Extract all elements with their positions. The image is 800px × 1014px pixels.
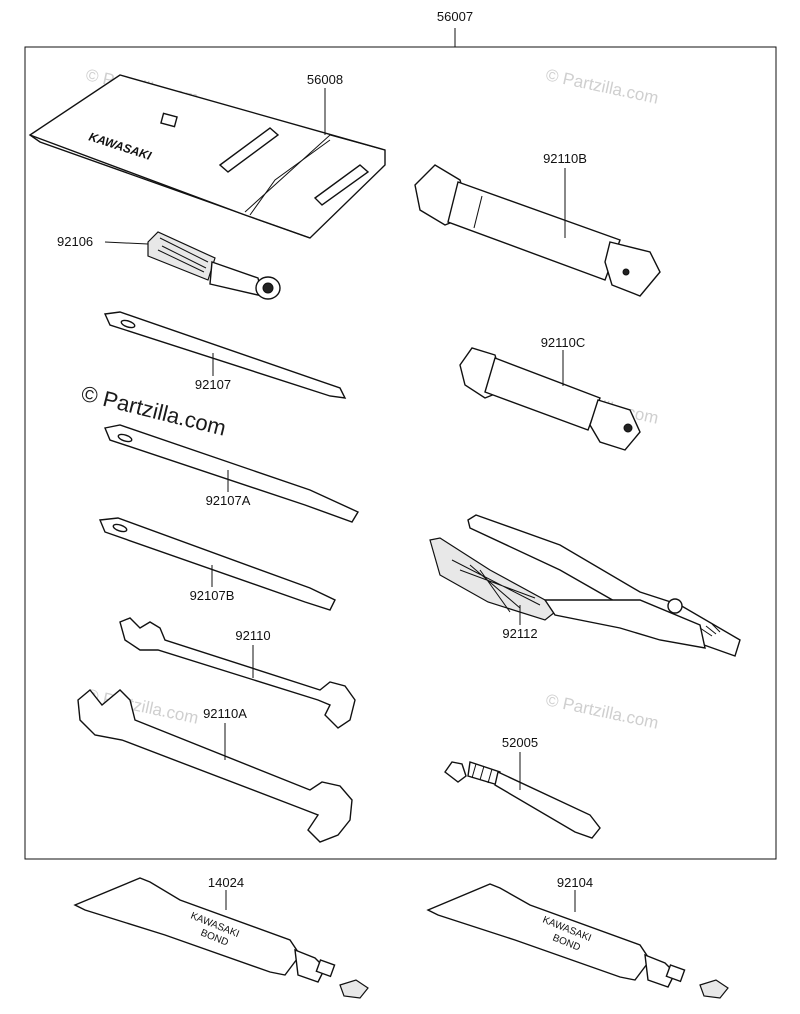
part-label-screwdriver-92107: 92107 xyxy=(195,377,231,392)
part-label-pliers: 92112 xyxy=(502,626,537,641)
part-label-plug-wrench-b: 92110B xyxy=(543,151,587,166)
pliers xyxy=(429,514,741,657)
assembly-label: 56007 xyxy=(437,9,473,24)
tool-bag: KAWASAKI xyxy=(28,74,386,239)
bond-tube-14024: KAWASAKI BOND xyxy=(73,877,369,999)
tire-gauge xyxy=(444,761,601,839)
part-label-screwdriver-92107b: 92107B xyxy=(190,588,235,603)
part-label-bond-tube-92104: 92104 xyxy=(557,875,593,890)
part-label-handle: 92106 xyxy=(57,234,93,249)
part-label-wrench-92110a: 92110A xyxy=(203,706,247,721)
part-label-bag: 56008 xyxy=(307,72,343,87)
assembly-frame xyxy=(24,46,777,860)
handle-tool xyxy=(147,231,281,300)
watermark-faint: © Partzilla.com xyxy=(544,65,660,107)
screwdriver-92107 xyxy=(103,311,347,399)
wrench-92110 xyxy=(119,617,356,729)
part-label-tire-gauge: 52005 xyxy=(502,735,538,750)
bond-tube-92104: KAWASAKI BOND xyxy=(426,883,729,999)
plug-wrench-c xyxy=(459,347,641,451)
part-label-bond-tube-14024: 14024 xyxy=(208,875,244,890)
part-label-screwdriver-92107a: 92107A xyxy=(206,493,251,508)
watermark-faint: © Partzilla.com xyxy=(544,690,660,732)
plug-wrench-b xyxy=(414,164,661,297)
wrench-92110a xyxy=(77,689,353,843)
screwdriver-92107a xyxy=(104,424,360,523)
handle-leader xyxy=(104,241,149,245)
part-label-wrench-92110: 92110 xyxy=(235,628,270,643)
part-label-plug-wrench-c: 92110C xyxy=(541,335,586,350)
screwdriver-92107b xyxy=(98,517,336,611)
